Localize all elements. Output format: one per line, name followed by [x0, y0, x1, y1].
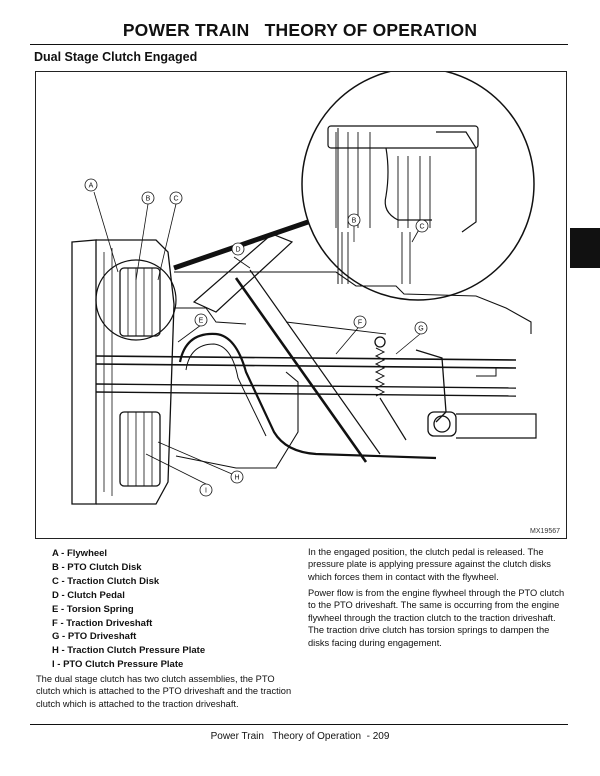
- callout-a: A: [84, 178, 98, 192]
- figure-id: MX19567: [530, 528, 560, 535]
- traction-driveshaft-line: [95, 383, 517, 389]
- legend-item: G - PTO Driveshaft: [52, 631, 137, 643]
- callout-e: E: [194, 313, 208, 327]
- svg-text:H: H: [234, 475, 239, 482]
- flywheel-housing: [96, 239, 175, 505]
- svg-text:B: B: [352, 218, 357, 225]
- legend-item: A - Flywheel: [52, 548, 108, 559]
- legend-item: I - PTO Clutch Pressure Plate: [52, 659, 184, 671]
- svg-text:F: F: [358, 320, 362, 327]
- lower-clutch-pack: [119, 411, 161, 487]
- svg-text:C: C: [419, 224, 424, 231]
- callout-d: D: [231, 242, 245, 256]
- svg-text:B: B: [146, 196, 151, 203]
- section-title: Dual Stage Clutch Engaged: [34, 50, 198, 64]
- footer-divider: [30, 724, 568, 725]
- clutch-diagram-figure: A B C D E F G: [35, 71, 567, 539]
- inset-callout-b: B: [347, 213, 361, 227]
- magnified-inset-circle: [301, 72, 535, 301]
- callout-h: H: [230, 470, 244, 484]
- page-title: POWER TRAIN THEORY OF OPERATION: [122, 20, 478, 40]
- spring: [374, 347, 386, 397]
- housing-left-flange: [71, 239, 97, 505]
- detail-circle: [95, 259, 177, 341]
- svg-text:I: I: [205, 488, 207, 495]
- callout-g: G: [414, 321, 428, 335]
- callout-f: F: [353, 315, 367, 329]
- power-flow-paragraph: Power flow is from the engine flywheel t…: [308, 588, 565, 648]
- upper-clutch-pack: [119, 267, 161, 337]
- legend-item: C - Traction Clutch Disk: [52, 575, 160, 587]
- legend-item: F - Traction Driveshaft: [52, 617, 153, 629]
- svg-text:C: C: [173, 196, 178, 203]
- engaged-paragraph: In the engaged position, the clutch peda…: [308, 547, 551, 582]
- legend-item: H - Traction Clutch Pressure Plate: [52, 645, 206, 657]
- parts-legend: A - Flywheel B - PTO Clutch Disk C - Tra…: [52, 547, 205, 672]
- legend-item: E - Torsion Spring: [52, 603, 134, 615]
- title-divider: [30, 44, 568, 45]
- clutch-diagram: A B C D E F G: [71, 72, 537, 505]
- svg-text:E: E: [199, 318, 204, 325]
- callout-c: C: [169, 191, 183, 205]
- svg-text:D: D: [235, 247, 240, 254]
- inset-callout-c: C: [415, 219, 429, 233]
- pto-driveshaft-line: [95, 355, 517, 361]
- legend-item: D - Clutch Pedal: [52, 589, 125, 601]
- svg-text:G: G: [418, 326, 423, 333]
- clutch-pedal-pad: [192, 233, 294, 313]
- callout-i: I: [199, 483, 213, 497]
- page-footer: Power Train Theory of Operation - 209: [210, 731, 390, 742]
- section-tab-marker: [570, 228, 600, 268]
- callout-b: B: [141, 191, 155, 205]
- intro-paragraph: The dual stage clutch has two clutch ass…: [36, 674, 292, 709]
- svg-text:A: A: [89, 183, 94, 190]
- legend-item: B - PTO Clutch Disk: [52, 561, 142, 573]
